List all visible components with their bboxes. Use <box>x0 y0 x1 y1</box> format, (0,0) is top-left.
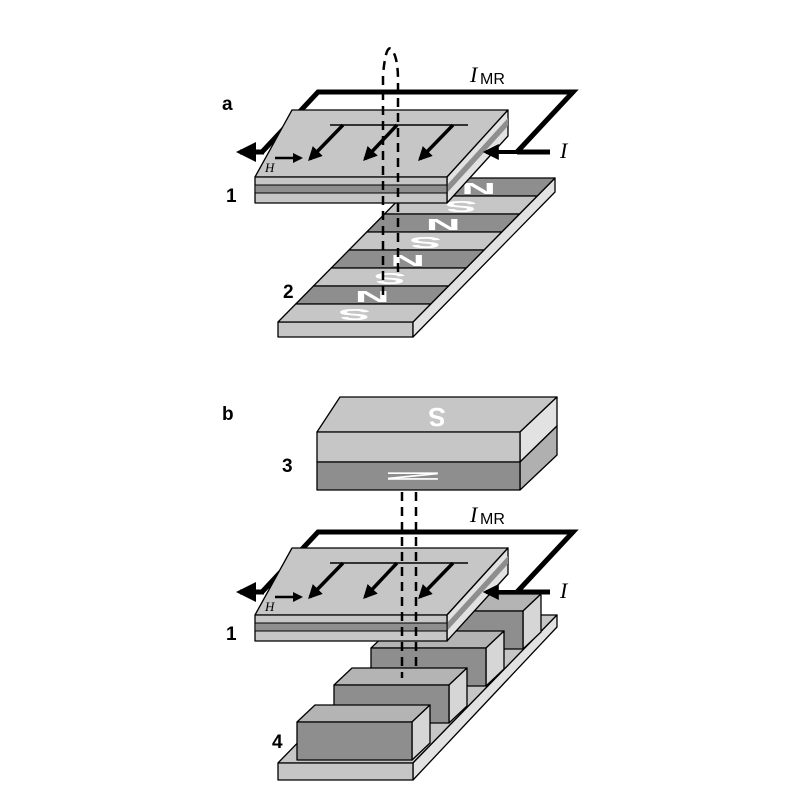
sensor-label: 1 <box>226 624 237 645</box>
strip-front-face <box>277 321 414 338</box>
sensor-side-layer <box>447 556 508 631</box>
gear-tooth-front <box>296 721 413 761</box>
strip-pole-letter: N <box>461 179 496 197</box>
strip-pole-letter: N <box>390 251 425 269</box>
panel-b: b S N 3 4 <box>222 396 579 781</box>
strip-label: 2 <box>283 282 294 303</box>
strip-pole-letter: S <box>409 233 441 251</box>
field-lines <box>381 47 400 295</box>
strip-pole-letter: N <box>426 215 461 233</box>
field-lines <box>400 492 418 678</box>
strip-pole-letter: S <box>338 305 370 323</box>
magnet-south-part <box>316 431 521 463</box>
mr-current-label: I <box>469 502 479 527</box>
mr-current-subscript: MR <box>480 71 505 88</box>
strip-segment <box>277 303 432 323</box>
strip-pole-letter: S <box>445 197 477 215</box>
gear-label: 4 <box>272 732 283 753</box>
gear-tooth-top <box>333 667 468 686</box>
gear-tooth-top <box>296 704 431 723</box>
strip-pole-letter: N <box>355 287 390 305</box>
panel-b-label: b <box>222 404 234 425</box>
sensor-label: 1 <box>226 186 237 207</box>
magnet-top-pole: S <box>428 402 445 432</box>
sensor-middle-layer <box>254 184 448 194</box>
strip-pole-letter: S <box>374 269 406 287</box>
magnet-label: 3 <box>282 456 293 477</box>
gear-rack <box>277 593 558 781</box>
permanent-magnet: S N <box>316 396 558 491</box>
magnetization-arrow <box>418 123 455 162</box>
current-label: I <box>559 578 569 603</box>
mr-current-label: I <box>469 62 479 87</box>
magnet-bottom-pole: N <box>373 471 454 480</box>
mr-sensor: H <box>254 109 509 204</box>
field-label: H <box>264 599 275 614</box>
magnet-north-part <box>316 461 521 491</box>
panel-a-label: a <box>222 94 233 115</box>
magnetization-arrow <box>363 123 399 162</box>
rack-base-front <box>277 762 414 781</box>
sensor-middle-layer <box>254 622 448 632</box>
magnetization-arrow <box>308 123 345 162</box>
field-label: H <box>264 160 275 175</box>
mr-current-subscript: MR <box>480 511 505 528</box>
current-label: I <box>559 138 569 163</box>
magnetization-arrow <box>418 561 455 600</box>
magnetization-arrow <box>308 561 345 600</box>
sensor-side-layer <box>447 118 508 193</box>
magnetization-arrow <box>363 561 399 600</box>
